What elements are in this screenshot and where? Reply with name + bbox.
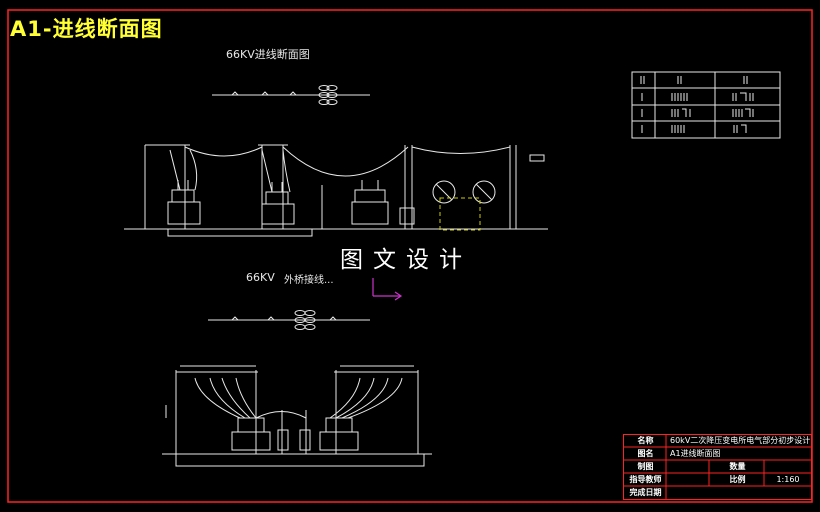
watermark-text: 图文设计 bbox=[340, 247, 472, 273]
bottom-elevation bbox=[162, 365, 432, 467]
title-block-scale-key: 比例 bbox=[729, 475, 746, 484]
bottom-section-title-b: 外桥接线... bbox=[284, 275, 334, 286]
title-block-date-key: 完成日期 bbox=[629, 488, 662, 497]
title-block-drawing-key: 图名 bbox=[637, 449, 654, 458]
magenta-arrow bbox=[372, 278, 403, 301]
title-block-advisor-key: 指导教师 bbox=[629, 475, 662, 484]
top-right-table bbox=[631, 71, 781, 139]
title-block: 名称 60kV二次降压变电所电气部分初步设计 图名 A1进线断面图 制图 数量 … bbox=[623, 434, 812, 500]
title-block-name-value: 60kV二次降压变电所电气部分初步设计 bbox=[670, 436, 811, 445]
title-block-grid bbox=[623, 434, 812, 500]
title-block-quantity-key: 数量 bbox=[729, 462, 746, 471]
top-elevation bbox=[124, 144, 548, 237]
title-block-drawing-value: A1进线断面图 bbox=[670, 449, 721, 458]
bottom-section-title-a: 66KV bbox=[246, 271, 275, 284]
bottom-single-line bbox=[208, 310, 370, 330]
sheet-label: A1-进线断面图 bbox=[10, 17, 163, 41]
title-block-drafter-key: 制图 bbox=[637, 462, 654, 471]
top-section-title: 66KV进线断面图 bbox=[226, 48, 310, 61]
title-block-scale-value: 1:160 bbox=[776, 475, 800, 484]
top-single-line bbox=[212, 85, 370, 105]
outer-frame bbox=[7, 9, 813, 503]
title-block-name-key: 名称 bbox=[637, 436, 654, 445]
top-yellow-dashed-box bbox=[439, 197, 481, 231]
